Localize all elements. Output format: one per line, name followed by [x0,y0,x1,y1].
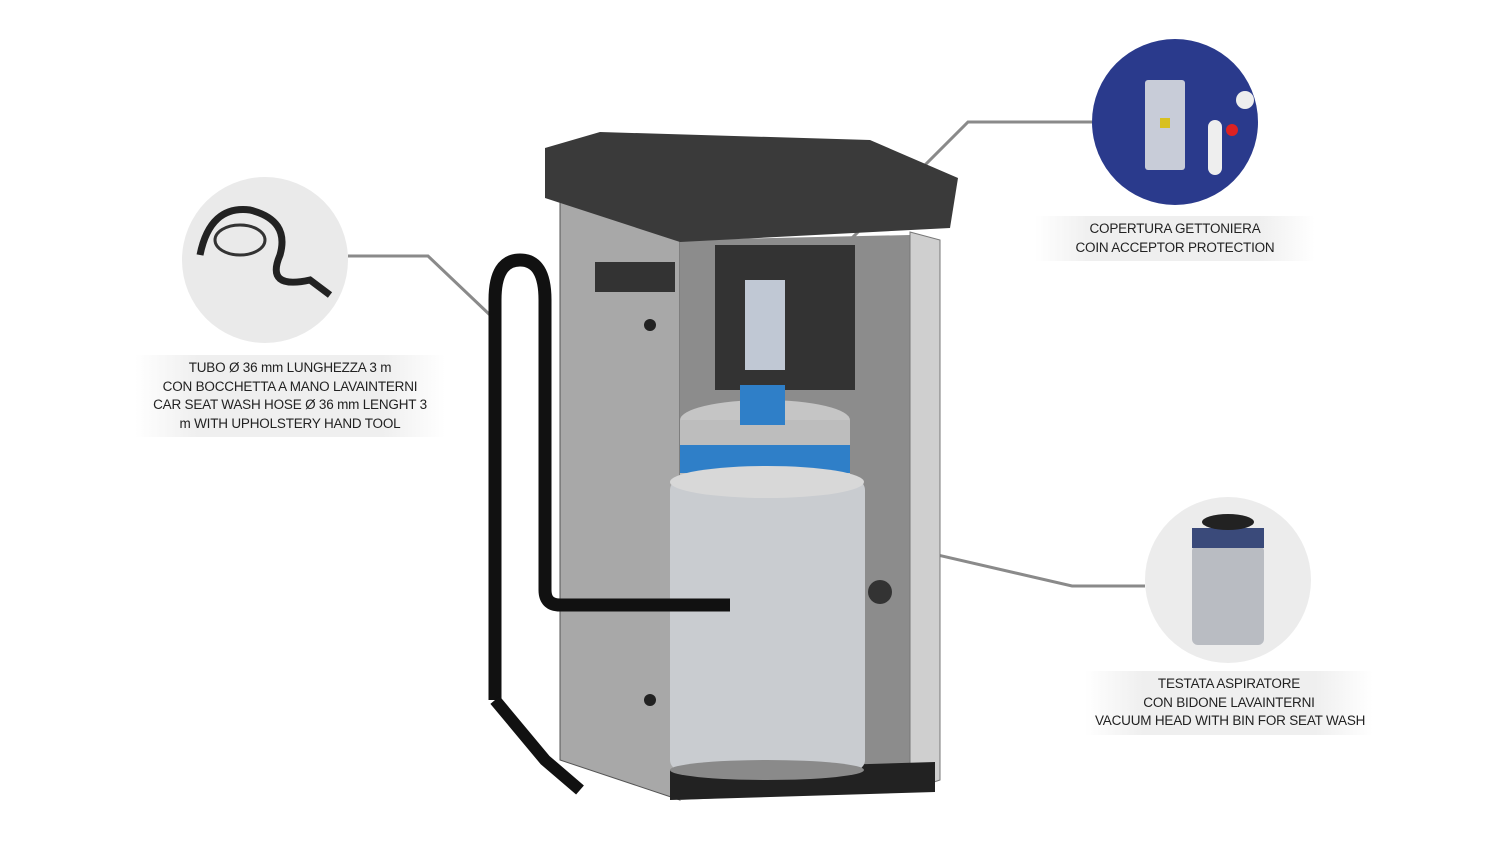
coin-acceptor [715,245,855,390]
label-line: VACUUM HEAD WITH BIN FOR SEAT WASH [1095,713,1366,728]
vacuum-inset [1145,497,1311,663]
label-line: CON BIDONE LAVAINTERNI [1143,694,1315,710]
roof [545,132,958,242]
label-line: CAR SEAT WASH HOSE Ø 36 mm LENGHT 3 [153,397,427,412]
hose-callout-label: TUBO Ø 36 mm LUNGHEZZA 3 m CON BOCCHETTA… [135,355,445,437]
label-line: CON BOCCHETTA A MANO LAVAINTERNI [162,378,418,394]
label-line: m WITH UPHOLSTERY HAND TOOL [179,415,401,431]
hose [488,253,730,700]
label-line: TESTATA ASPIRATORE [1157,676,1301,691]
label-line: COIN ACCEPTOR PROTECTION [1075,239,1275,255]
label-line: TUBO Ø 36 mm LUNGHEZZA 3 m [188,360,392,375]
vacuum-callout-label: TESTATA ASPIRATORE CON BIDONE LAVAINTERN… [1085,671,1373,735]
hose-inset [182,177,348,343]
coin-callout-label: COPERTURA GETTONIERA COIN ACCEPTOR PROTE… [1035,216,1315,261]
label-line: COPERTURA GETTONIERA [1089,221,1261,236]
vacuum-bin [670,385,892,780]
coin-acceptor-inset [1092,39,1258,205]
